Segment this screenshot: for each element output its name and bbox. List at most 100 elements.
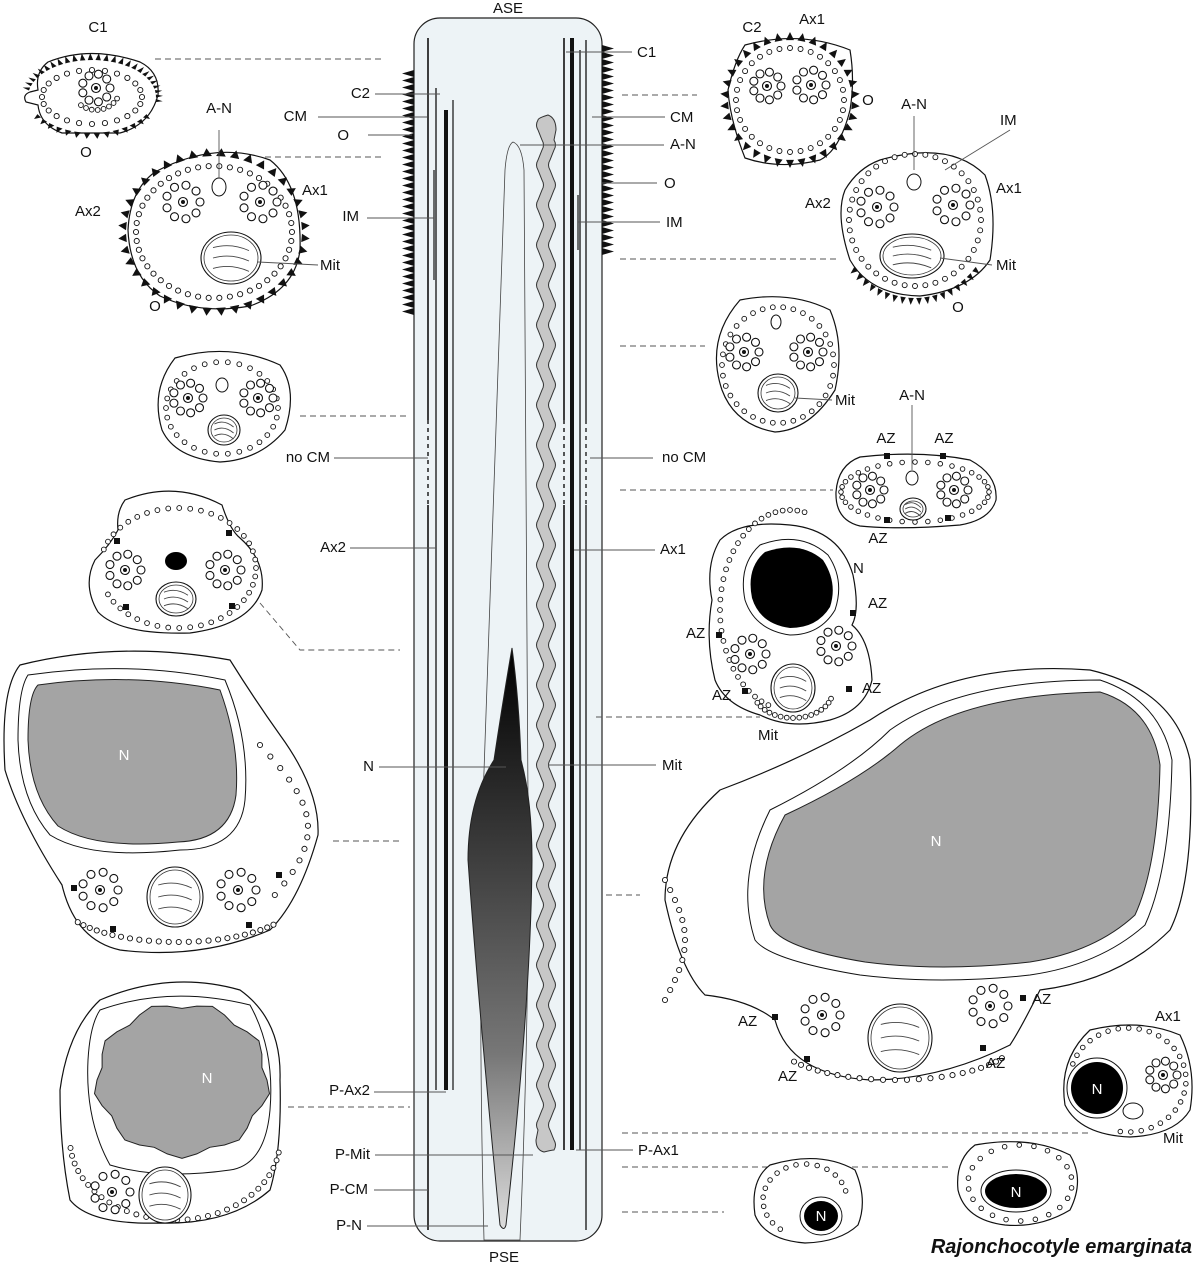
microtubule (114, 95, 120, 102)
doublet (186, 408, 196, 418)
microtubule (776, 148, 783, 154)
label-left-p-cm: P-CM (330, 1181, 368, 1198)
microtubule (266, 1172, 273, 1179)
microtubule (676, 906, 683, 914)
doublet (988, 1019, 998, 1029)
microtubule (661, 876, 669, 884)
microtubule (1016, 1142, 1023, 1148)
microtubule (959, 512, 966, 518)
microtubule (727, 392, 734, 399)
doublet (960, 494, 970, 504)
microtubule (776, 46, 783, 52)
r2-label-a-n: A-N (901, 96, 927, 113)
label-left-p-n: P-N (336, 1217, 362, 1234)
spine (402, 182, 414, 189)
microtubule (818, 706, 825, 713)
crista (158, 882, 192, 889)
microtubule (78, 102, 84, 108)
section-labels: C1 O A-N Ax1 Ax2 Mit O C2 Ax1 O A-N IM A… (75, 11, 1184, 1147)
spine (155, 99, 163, 103)
spine (402, 238, 414, 245)
microtubule (226, 520, 233, 526)
microtubule (215, 936, 222, 943)
microtubule (125, 518, 132, 525)
microtubule (727, 331, 734, 338)
axoneme-core (806, 350, 810, 354)
crista (904, 511, 922, 517)
microtubule (824, 1069, 831, 1077)
microtubule (138, 93, 146, 101)
nucleus-longitudinal (467, 647, 533, 1229)
crista (149, 1181, 181, 1188)
microtubule (38, 93, 46, 101)
acrosome-nucleus (770, 314, 782, 330)
spine (602, 143, 614, 150)
microtubule (175, 287, 182, 294)
doublet (939, 215, 950, 225)
microtubule (737, 116, 744, 123)
spine (774, 158, 783, 167)
doublet (843, 631, 853, 641)
doublet (239, 191, 249, 201)
microtubule (139, 202, 146, 209)
section-r6: N (664, 667, 1192, 1081)
microtubule (195, 293, 202, 300)
doublet (757, 659, 767, 669)
spine (118, 233, 127, 243)
microtubule (822, 331, 829, 338)
spine (753, 42, 761, 52)
doublet (105, 559, 115, 570)
doublet (757, 639, 767, 649)
microtubule (236, 448, 243, 455)
doublet (264, 403, 275, 413)
doublet (112, 551, 122, 561)
spine (121, 126, 128, 133)
microtubule (769, 419, 776, 426)
l2-label-a-n: A-N (206, 100, 232, 117)
section-l5-n-label: N (119, 747, 130, 764)
spine (851, 90, 860, 99)
spine (402, 70, 414, 77)
doublet (789, 352, 799, 362)
microtubule (79, 1175, 86, 1182)
spine (602, 164, 614, 171)
microtubule (817, 140, 823, 147)
microtubule (157, 180, 164, 187)
microtubule (742, 125, 749, 132)
microtubule (165, 175, 173, 182)
section-r7-nucleus (1071, 1062, 1123, 1114)
r2-label-o: O (952, 299, 964, 316)
microtubule (938, 1073, 945, 1080)
microtubule (942, 158, 948, 165)
crista (765, 390, 791, 397)
microtubule (264, 277, 271, 284)
microtubule (808, 408, 815, 415)
microtubule (839, 484, 845, 490)
axoneme-core (952, 488, 956, 492)
microtubule (1125, 1025, 1132, 1031)
microtubule (133, 237, 140, 245)
microtubule (825, 699, 832, 706)
crista (892, 262, 932, 269)
doublet (169, 388, 179, 398)
microtubule (752, 693, 758, 700)
spine (125, 257, 135, 265)
doublet (216, 879, 226, 889)
microtubule (237, 166, 244, 173)
microtubule (965, 178, 972, 185)
spine (850, 266, 858, 274)
microtubule (985, 494, 991, 500)
r5-label-az-4: AZ (712, 687, 731, 704)
species-name: Rajonchocotyle emarginata (930, 1236, 1192, 1258)
doublet (268, 208, 278, 218)
microtubule (977, 1155, 983, 1162)
microtubule (974, 196, 981, 203)
microtubule (191, 365, 197, 372)
microtubule (915, 1076, 922, 1083)
label-left-ax2: Ax2 (320, 539, 346, 556)
microtubule (856, 1075, 863, 1082)
r2-label-mit: Mit (996, 257, 1017, 274)
doublet (232, 555, 242, 565)
attachment-zone (71, 885, 77, 891)
spine (843, 69, 853, 77)
